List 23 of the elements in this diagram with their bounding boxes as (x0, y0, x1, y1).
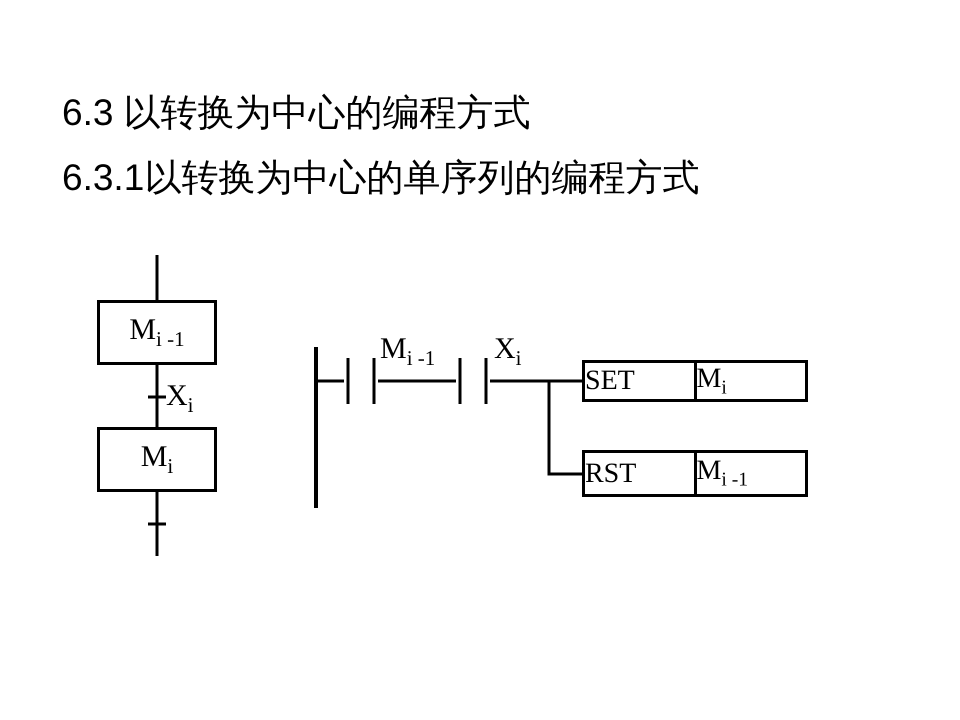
contact-symbol (456, 358, 490, 404)
instruction-box (582, 360, 808, 402)
connector-line (156, 255, 158, 300)
instruction-box (582, 450, 808, 497)
step-box (97, 300, 217, 365)
connector-line (156, 492, 158, 556)
contact-label: M$_{i -1}$ (380, 334, 436, 369)
connector-line (156, 365, 158, 427)
operand-text: M$_{i -1}$ (694, 453, 805, 494)
instruction-text: SET (585, 364, 636, 398)
subheading: 6.3.1以转换为中心的单序列的编程方式 (62, 156, 700, 200)
connector-line (318, 380, 344, 382)
instruction-text: RST (585, 456, 638, 490)
contact-label: X$_{i}$ (494, 334, 522, 369)
power-rail (314, 347, 318, 508)
connector-line (490, 380, 582, 476)
operand-text: M$_{i}$ (694, 363, 805, 399)
step-label: M$_{i}$ (140, 440, 174, 479)
step-box (97, 427, 217, 492)
connector-line (378, 380, 456, 382)
step-label: M$_{i -1}$ (129, 313, 185, 352)
contact-symbol (344, 358, 378, 404)
heading: 6.3 以转换为中心的编程方式 (62, 91, 531, 135)
